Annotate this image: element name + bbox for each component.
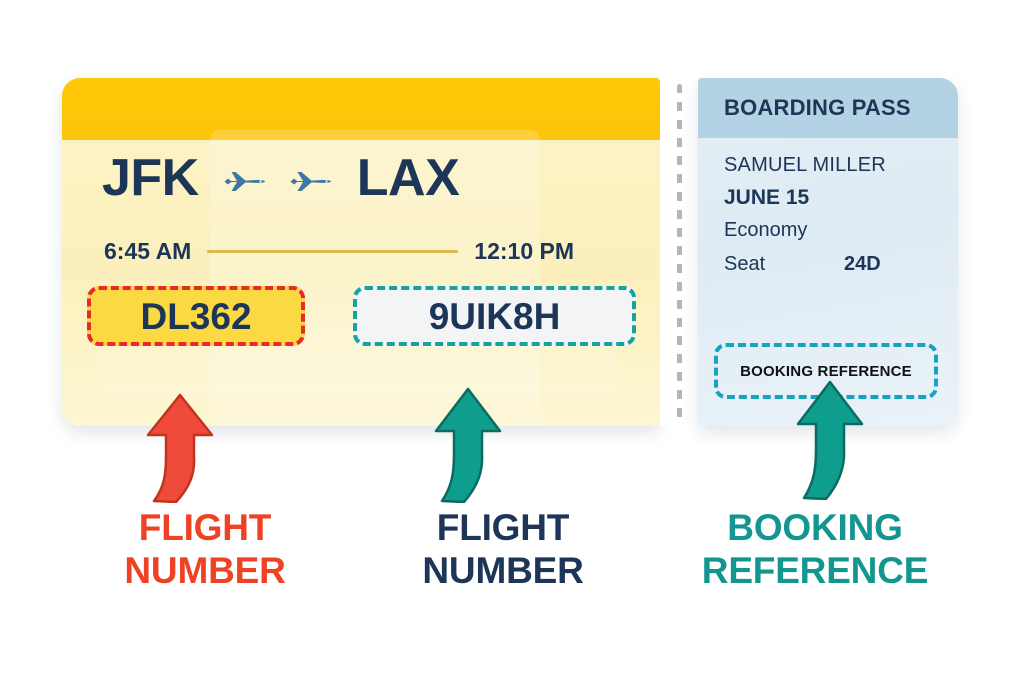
seat-value: 24D [844,253,881,275]
stub-details: SAMUEL MILLER JUNE 15 Economy Seat 24D [724,154,942,276]
origin-airport-code: JFK [102,149,199,207]
callout-label-booking-reference: BOOKING REFERENCE [672,506,958,593]
booking-reference-value: 9UIK8H [428,295,561,337]
passenger-name: SAMUEL MILLER [724,154,886,176]
ticket-yellow-header-band [62,78,660,140]
callout-line-1: BOOKING [727,507,903,548]
boarding-pass-ticket: JFK LAX [62,78,958,426]
departure-time: 6:45 AM [104,238,192,264]
seat-row: Seat 24D [724,253,942,276]
seat-label: Seat [724,253,766,275]
stub-booking-reference-label: BOOKING REFERENCE [740,362,912,380]
codes-row: DL362 9UIK8H [87,286,636,346]
stub-header-band: BOARDING PASS [698,78,958,138]
curved-up-arrow-icon [434,387,502,503]
route-plane-icons [223,162,333,194]
ticket-watermark [210,130,540,426]
time-connector-line [207,250,459,253]
booking-reference-highlight-box: 9UIK8H [353,286,636,346]
callout-line-2: NUMBER [124,550,286,592]
perforation-dots [677,84,682,420]
callout-line-2: NUMBER [422,550,584,592]
flight-number-highlight-box: DL362 [87,286,305,346]
flight-times-row: 6:45 AM 12:10 PM [104,238,574,265]
callout-label-flight-number-red: FLIGHT NUMBER [70,506,340,593]
route-row: JFK LAX [102,149,460,207]
cabin-class: Economy [724,219,808,241]
callout-line-1: FLIGHT [138,507,272,548]
curved-up-arrow-icon [796,380,864,500]
callout-label-flight-number-navy: FLIGHT NUMBER [368,506,638,593]
callout-line-2: REFERENCE [701,550,929,592]
callout-line-1: FLIGHT [436,507,570,548]
airplane-icon [223,168,267,194]
ticket-main-section: JFK LAX [62,78,660,426]
ticket-stub-section: BOARDING PASS SAMUEL MILLER JUNE 15 Econ… [698,78,958,426]
curved-up-arrow-icon [146,393,214,503]
ticket-perforation [660,78,698,426]
flight-date: JUNE 15 [724,186,810,209]
arrival-time: 12:10 PM [474,238,574,264]
boarding-pass-title: BOARDING PASS [724,95,911,120]
destination-airport-code: LAX [356,149,460,207]
flight-number-value: DL362 [140,295,252,337]
airplane-icon [289,168,333,194]
